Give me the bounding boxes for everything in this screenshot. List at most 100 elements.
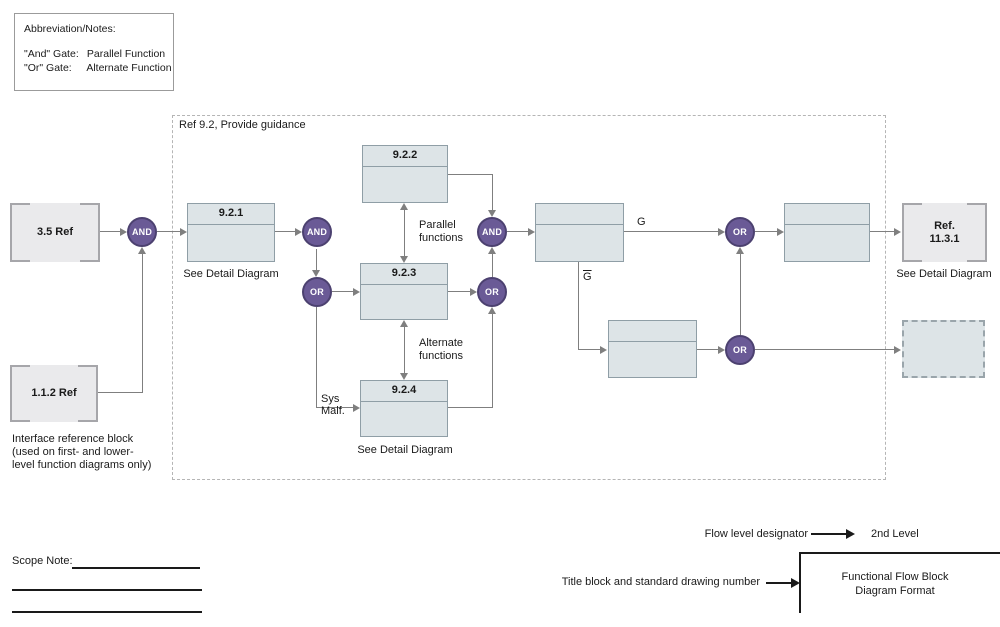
arrowhead <box>180 228 187 236</box>
arrowhead <box>528 228 535 236</box>
connector <box>316 407 353 408</box>
ref-block-3-5: 3.5 Ref <box>10 203 100 262</box>
block-9-2-2: 9.2.2 <box>362 145 448 203</box>
block-9-2-3-label: 9.2.3 <box>391 267 417 279</box>
or-gate-2: OR <box>477 277 507 307</box>
arrowhead <box>894 346 901 354</box>
bracket-corner <box>10 203 30 262</box>
block-9-2-4: 9.2.4 <box>360 380 448 437</box>
arrowhead <box>894 228 901 236</box>
notes-and-def: Parallel Function <box>86 48 166 60</box>
title-block-content: Functional Flow Block Diagram Format <box>805 570 985 598</box>
and-gate-3: AND <box>477 217 507 247</box>
bracket-corner <box>78 365 98 422</box>
block-9-2-4-label: 9.2.4 <box>391 384 417 396</box>
or-gate-1: OR <box>302 277 332 307</box>
arrowhead <box>353 404 360 412</box>
block-untitled-lower <box>608 320 697 378</box>
title-block-top-edge <box>799 552 1000 554</box>
bracket-corner <box>902 203 922 262</box>
bracket-corner <box>10 365 30 422</box>
ref-block-11-3-1: Ref. 11.3.1 <box>902 203 987 262</box>
connector-g-bar <box>578 349 601 350</box>
connector <box>448 291 470 292</box>
parallel-line2: functions <box>419 232 464 244</box>
flow-level-arrow-line <box>811 533 847 535</box>
scope-note-line-1 <box>72 567 200 569</box>
arrowhead <box>400 373 408 380</box>
flow-level-arrowhead <box>846 529 855 539</box>
connector <box>755 349 895 350</box>
and-gate-2: AND <box>302 217 332 247</box>
flow-level-designator-label: Flow level designator <box>704 528 808 540</box>
connector <box>332 291 353 292</box>
or-gate-3: OR <box>725 217 755 247</box>
title-block-annotation-label: Title block and standard drawing number <box>561 576 760 588</box>
interface-note-line3: level function diagrams only) <box>12 459 152 471</box>
connector <box>755 231 778 232</box>
sys-line1: Sys <box>321 393 340 405</box>
notes-or-def: Alternate Function <box>86 62 172 74</box>
bracket-corner <box>967 203 987 262</box>
g-label: G <box>637 216 646 228</box>
title-block-arrowhead <box>791 578 800 588</box>
connector <box>142 254 143 393</box>
block-9-2-3: 9.2.3 <box>360 263 448 320</box>
connector-g-bar <box>578 262 579 350</box>
alternate-line1: Alternate <box>419 337 464 349</box>
or-gate-label: OR <box>310 287 324 297</box>
title-block-arrow-line <box>766 582 792 584</box>
connector-alternate <box>404 327 405 373</box>
arrowhead <box>400 203 408 210</box>
arrowhead <box>295 228 302 236</box>
and-gate-label: AND <box>481 227 503 237</box>
connector <box>157 231 181 232</box>
block-divider <box>188 224 274 225</box>
scope-note-label: Scope Note: <box>12 555 73 567</box>
block-divider <box>363 166 447 167</box>
arrowhead <box>777 228 784 236</box>
second-level-label: 2nd Level <box>871 528 919 540</box>
notes-title: Abbreviation/Notes: <box>24 23 116 35</box>
ref-11-3-1-line1: Ref. <box>934 219 955 232</box>
ref-1-1-2-label: 1.1.2 Ref <box>31 387 77 399</box>
sys-line2: Malf. <box>321 405 345 417</box>
ref-11-3-1-label: Ref. 11.3.1 <box>930 220 960 246</box>
arrowhead <box>470 288 477 296</box>
g-bar-label: G <box>583 271 592 283</box>
parallel-functions-label: Parallel functions <box>419 219 463 245</box>
arrowhead <box>138 247 146 254</box>
connector <box>275 231 296 232</box>
block-divider <box>361 284 447 285</box>
connector <box>870 231 895 232</box>
arrowhead <box>488 210 496 217</box>
connector <box>492 314 493 408</box>
block-9-2-1: 9.2.1 <box>187 203 275 262</box>
see-detail-label-3: See Detail Diagram <box>896 268 992 280</box>
connector <box>98 392 143 393</box>
connector-parallel <box>404 210 405 256</box>
and-gate-label: AND <box>131 227 153 237</box>
sys-malf-label: Sys Malf. <box>321 393 345 417</box>
arrowhead <box>400 320 408 327</box>
or-gate-4: OR <box>725 335 755 365</box>
arrowhead <box>600 346 607 354</box>
arrowhead <box>718 346 725 354</box>
parallel-line1: Parallel <box>419 219 456 231</box>
arrowhead <box>400 256 408 263</box>
bracket-corner <box>80 203 100 262</box>
scope-note-line-2 <box>12 589 202 591</box>
arrowhead <box>488 247 496 254</box>
ref-11-3-1-line2: 11.3.1 <box>929 232 960 245</box>
or-gate-label: OR <box>733 345 747 355</box>
connector-g <box>624 231 719 232</box>
title-block-line1: Functional Flow Block <box>841 571 949 583</box>
connector <box>507 231 529 232</box>
block-9-2-1-label: 9.2.1 <box>218 207 244 219</box>
see-detail-label-2: See Detail Diagram <box>357 444 453 456</box>
connector <box>697 349 719 350</box>
notes-row-and: "And" Gate: Parallel Function <box>24 48 173 61</box>
dashed-empty-block <box>902 320 985 378</box>
notes-row-or: "Or" Gate: Alternate Function <box>24 62 173 75</box>
connector <box>316 307 317 408</box>
